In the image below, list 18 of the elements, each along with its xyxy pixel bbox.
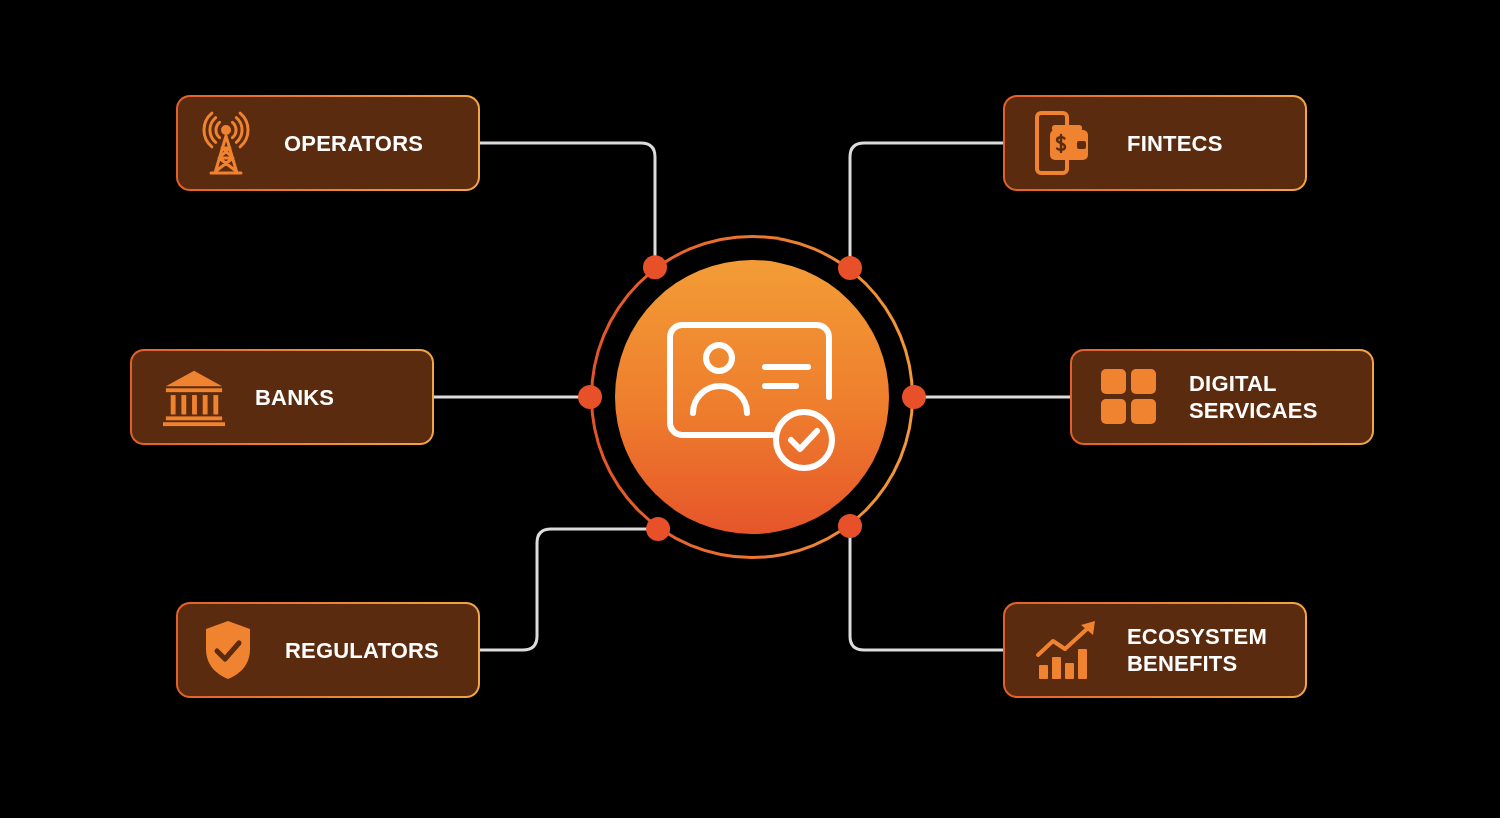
node-label: DIGITAL SERVICAES <box>1189 370 1319 424</box>
connector-line <box>902 385 1070 409</box>
category-card <box>176 95 480 191</box>
node-label: REGULATORS <box>285 636 439 664</box>
connector-line <box>480 141 667 280</box>
category-card <box>1070 349 1374 445</box>
node-label: ECOSYSTEM BENEFITS <box>1127 623 1268 677</box>
node-label: BANKS <box>255 383 335 411</box>
node-label: FINTECS <box>1127 129 1223 157</box>
category-card <box>130 349 434 445</box>
node-label: OPERATORS <box>284 129 424 157</box>
connector-line <box>480 517 671 652</box>
connector-line <box>838 514 1003 652</box>
connector-line <box>838 141 1003 280</box>
category-card <box>1003 602 1307 698</box>
connector-line <box>434 385 602 409</box>
category-card <box>1003 95 1307 191</box>
category-card <box>176 602 480 698</box>
